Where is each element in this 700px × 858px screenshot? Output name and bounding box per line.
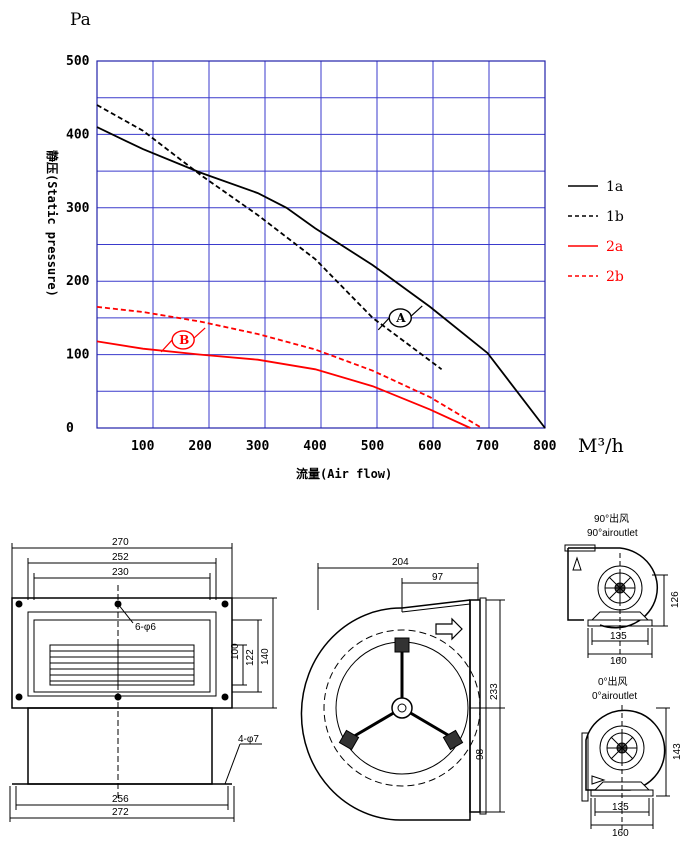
outlet-0-title-cn: 0°出风 — [598, 675, 628, 688]
outlet-90-drawing — [564, 544, 668, 660]
outlet-90-dim-135: 135 — [610, 631, 627, 642]
x-unit-label: M³/h — [578, 435, 624, 457]
hole-callout: 6-φ6 — [135, 622, 156, 633]
side-view-labels: 204 97 233 98 — [392, 557, 500, 760]
legend-label-1a: 1a — [606, 179, 623, 195]
chart-annotations: AB — [160, 305, 423, 353]
outlet-90-labels: 90°出风 90°airoutlet 126 135 160 — [587, 512, 681, 667]
dim-233: 233 — [489, 683, 500, 700]
outlet-0-title-en: 0°airoutlet — [592, 691, 637, 702]
x-tick-label: 100 — [131, 439, 155, 454]
outlet-90-dim-160: 160 — [610, 656, 627, 667]
outlet-0-labels: 0°出风 0°airoutlet 143 135 160 — [592, 675, 683, 839]
y-tick-label: 200 — [66, 274, 90, 289]
dim-100: 100 — [230, 643, 241, 660]
chart-grid — [96, 60, 546, 429]
outlet-0-dim-135: 135 — [612, 802, 629, 813]
series-1a-line — [96, 126, 546, 429]
y-unit-label: Pa — [70, 10, 91, 30]
annotation-B-leader — [193, 327, 206, 339]
annotation-B-leader — [160, 339, 173, 353]
x-tick-label: 300 — [246, 439, 270, 454]
outlet-0-dim-143: 143 — [672, 743, 683, 760]
annotation-A-label: A — [395, 311, 406, 325]
y-tick-label: 300 — [66, 201, 90, 216]
y-tick-label: 0 — [66, 421, 74, 436]
x-axis-label: 流量(Air flow) — [296, 466, 392, 481]
dim-97: 97 — [432, 572, 444, 583]
side-view-drawing — [300, 563, 505, 821]
front-view-labels: 270 252 230 6-φ6 100 122 140 4-φ7 256 27… — [112, 537, 271, 818]
x-tick-label: 700 — [476, 439, 500, 454]
chart-legend: 1a 1b 2a 2b — [568, 179, 624, 285]
annotation-A-leader — [410, 305, 423, 317]
bottom-hole-callout: 4-φ7 — [238, 734, 259, 745]
series-2b-line — [96, 306, 483, 429]
y-tick-labels: 0 100 200 300 400 500 — [66, 54, 90, 436]
series-1b-line — [96, 104, 443, 371]
dim-204: 204 — [392, 557, 409, 568]
front-view-drawing — [9, 543, 277, 822]
x-tick-labels: 100 200 300 400 500 600 700 800 — [131, 439, 557, 454]
performance-chart: 0 100 200 300 400 500 100 200 300 400 500 600 700 80… — [45, 10, 624, 481]
series-2a-line — [96, 340, 471, 429]
plot-frame — [96, 60, 546, 429]
annotation-B-label: B — [179, 333, 189, 347]
outlet-90-title-cn: 90°出风 — [594, 512, 629, 525]
x-tick-label: 800 — [533, 439, 557, 454]
dim-252: 252 — [112, 552, 129, 563]
legend-label-2a: 2a — [606, 239, 623, 255]
y-axis-label: 静压(Static pressure) — [45, 150, 60, 297]
outlet-90-title-en: 90°airoutlet — [587, 528, 638, 539]
chart-series — [96, 104, 546, 429]
x-tick-label: 400 — [303, 439, 327, 454]
dim-230: 230 — [112, 567, 129, 578]
legend-label-1b: 1b — [606, 209, 624, 225]
dim-272: 272 — [112, 807, 129, 818]
y-tick-label: 400 — [66, 127, 90, 142]
x-tick-label: 500 — [361, 439, 385, 454]
dim-270: 270 — [112, 537, 129, 548]
dim-98: 98 — [475, 748, 486, 760]
y-tick-label: 500 — [66, 54, 90, 69]
annotation-A-leader — [377, 317, 390, 331]
dim-140: 140 — [260, 648, 271, 665]
x-tick-label: 600 — [418, 439, 442, 454]
outlet-90-dim-126: 126 — [670, 591, 681, 608]
dim-256: 256 — [112, 794, 129, 805]
legend-label-2b: 2b — [606, 269, 624, 285]
outlet-0-drawing — [581, 705, 670, 832]
dim-122: 122 — [245, 649, 256, 666]
outlet-0-dim-160: 160 — [612, 828, 629, 839]
x-tick-label: 200 — [188, 439, 212, 454]
y-tick-label: 100 — [66, 348, 90, 363]
